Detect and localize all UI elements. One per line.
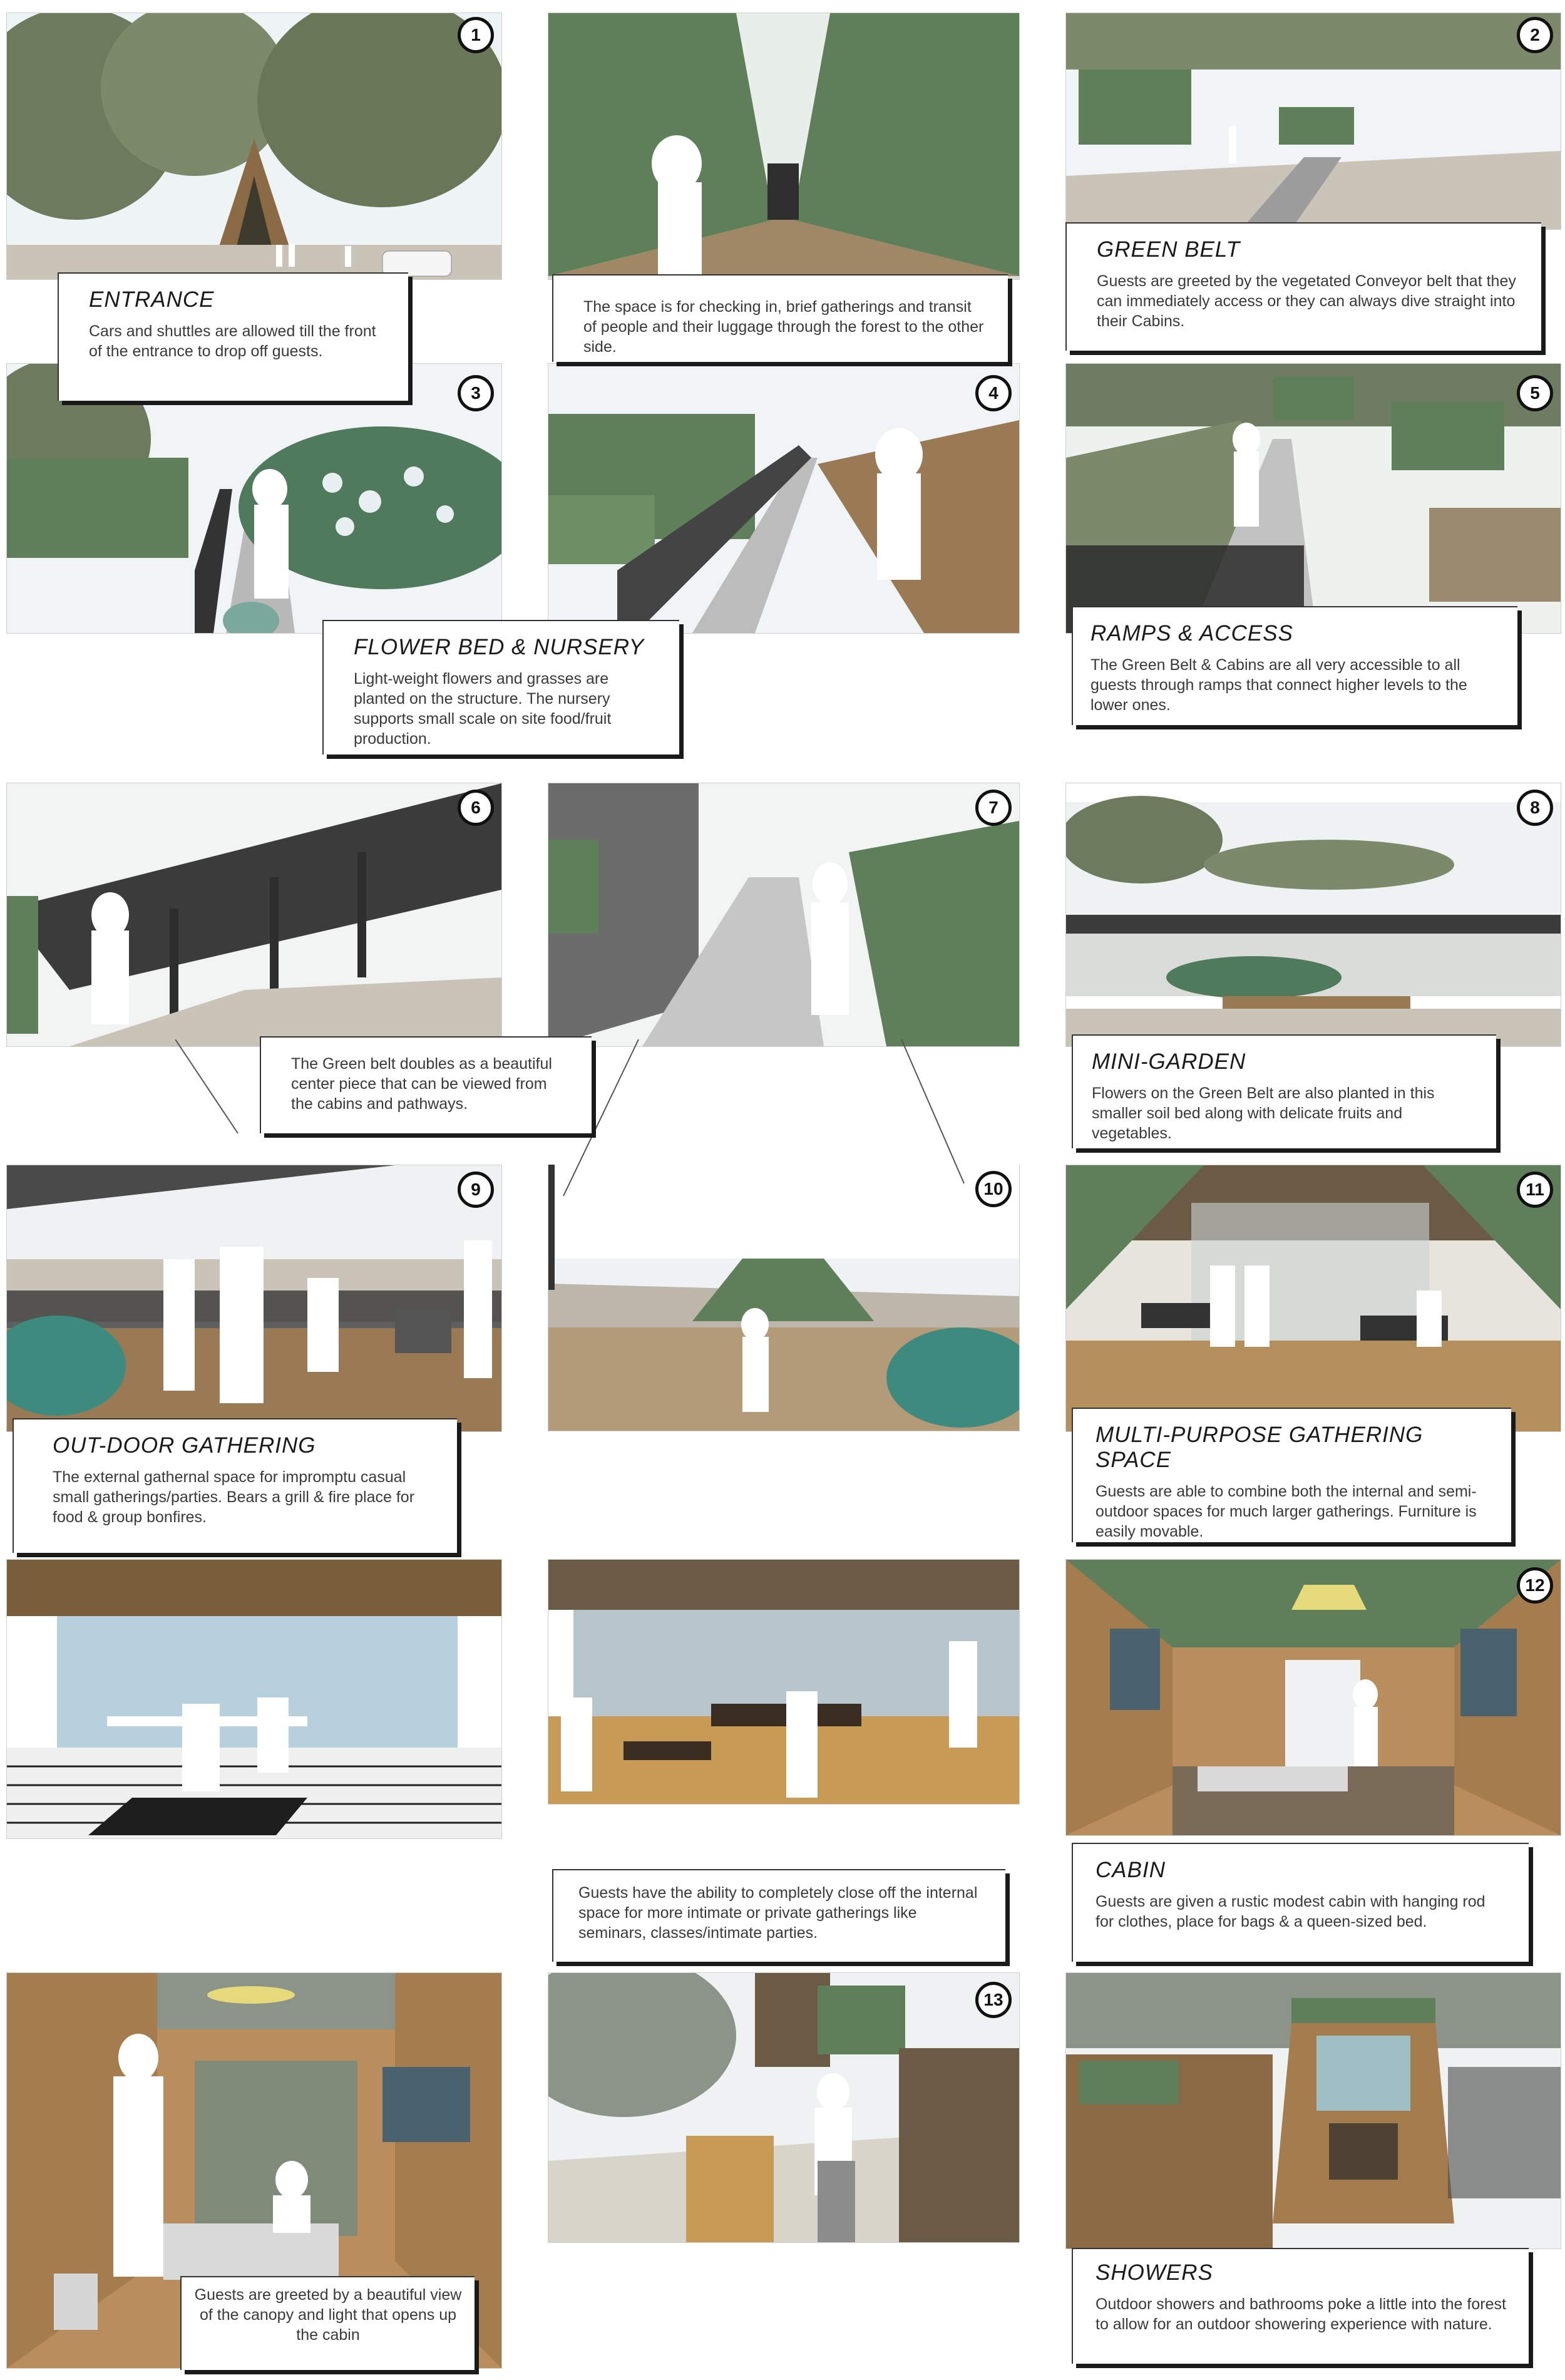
scene-ramps: 5	[1065, 363, 1561, 634]
step-number-badge: 3	[458, 375, 494, 411]
caption-title: MULTI-PURPOSE GATHERING SPACE	[1096, 1423, 1424, 1472]
caption-title: OUT-DOOR GATHERING	[53, 1433, 316, 1458]
caption-green-belt: GREEN BELT Guests are greeted by the veg…	[1065, 222, 1541, 351]
scene-flower-bed: 3	[6, 363, 502, 634]
caption-title: SHOWERS	[1096, 2260, 1213, 2285]
caption-mini-garden: MINI-GARDEN Flowers on the Green Belt ar…	[1072, 1034, 1496, 1148]
step-number-badge: 5	[1517, 375, 1553, 411]
step-number-badge: 1	[458, 17, 494, 53]
scene-showers	[1065, 1972, 1561, 2249]
scene-cabins-path: 7	[548, 783, 1020, 1047]
scene-cabin-interior: 12	[1065, 1559, 1561, 1836]
scene-nursery-railing: 4	[548, 363, 1020, 634]
scene-entrance: 1	[6, 13, 502, 280]
scene-pavilion-approach: 10	[548, 1165, 1020, 1431]
caption-text: Cars and shuttles are allowed till the f…	[89, 322, 376, 360]
caption-entrance: ENTRANCE Cars and shuttles are allowed t…	[58, 272, 408, 401]
scene-boardwalk: 13	[548, 1972, 1020, 2243]
caption-text: Guests have the ability to completely cl…	[578, 1884, 978, 1942]
step-number-badge: 8	[1517, 790, 1553, 826]
caption-text: Guests are able to combine both the inte…	[1096, 1483, 1477, 1540]
caption-text: Flowers on the Green Belt are also plant…	[1092, 1084, 1435, 1142]
caption-text: Guests are greeted by the vegetated Conv…	[1097, 272, 1516, 330]
scene-green-belt: 2	[1065, 13, 1561, 230]
caption-title: MINI-GARDEN	[1092, 1049, 1246, 1074]
caption-centerpiece: The Green belt doubles as a beautiful ce…	[260, 1036, 592, 1133]
caption-ramps: RAMPS & ACCESS The Green Belt & Cabins a…	[1072, 606, 1517, 725]
caption-text: Outdoor showers and bathrooms poke a lit…	[1096, 2295, 1506, 2333]
step-number-badge: 10	[975, 1171, 1012, 1207]
scene-bridge-walkway: 6	[6, 783, 502, 1047]
caption-view: Guests are greeted by a beautiful view o…	[180, 2276, 475, 2370]
step-number-badge: 12	[1517, 1567, 1553, 1604]
caption-checkin: The space is for checking in, brief gath…	[552, 274, 1008, 362]
step-number-badge: 6	[458, 790, 494, 826]
caption-text: The Green belt doubles as a beautiful ce…	[291, 1055, 552, 1113]
caption-title: RAMPS & ACCESS	[1090, 621, 1293, 646]
caption-title: ENTRANCE	[89, 287, 215, 312]
step-number-badge: 4	[975, 375, 1012, 411]
scene-checkin-hall	[548, 13, 1020, 280]
scene-private-gathering	[548, 1559, 1020, 1805]
step-number-badge: 11	[1517, 1172, 1553, 1208]
caption-text: Guests are greeted by a beautiful view o…	[194, 2286, 462, 2344]
caption-private: Guests have the ability to completely cl…	[552, 1869, 1005, 1962]
caption-text: The Green Belt & Cabins are all very acc…	[1090, 656, 1467, 714]
scene-outdoor-gathering: 9	[6, 1165, 502, 1432]
caption-text: The space is for checking in, brief gath…	[583, 298, 984, 356]
caption-text: Guests are given a rustic modest cabin w…	[1096, 1893, 1485, 1930]
caption-outdoor: OUT-DOOR GATHERING The external gatherna…	[13, 1418, 457, 1553]
caption-showers: SHOWERS Outdoor showers and bathrooms po…	[1072, 2248, 1529, 2364]
caption-title: CABIN	[1096, 1858, 1166, 1882]
caption-title: FLOWER BED & NURSERY	[354, 635, 645, 659]
step-number-badge: 13	[975, 1982, 1012, 2018]
caption-multipurpose: MULTI-PURPOSE GATHERING SPACE Guests are…	[1072, 1408, 1511, 1542]
caption-flower-bed: FLOWER BED & NURSERY Light-weight flower…	[322, 620, 679, 755]
caption-cabin: CABIN Guests are given a rustic modest c…	[1072, 1843, 1529, 1962]
caption-text: Light-weight flowers and grasses are pla…	[354, 670, 612, 748]
step-number-badge: 9	[458, 1172, 494, 1208]
perspective-guide-lines	[175, 1039, 965, 1197]
scene-yoga-interior	[6, 1559, 502, 1839]
step-number-badge: 7	[975, 790, 1012, 826]
scene-mini-garden: 8	[1065, 783, 1561, 1047]
step-number-badge: 2	[1517, 17, 1553, 53]
caption-title: GREEN BELT	[1097, 237, 1241, 262]
caption-text: The external gathernal space for impromp…	[53, 1468, 415, 1526]
